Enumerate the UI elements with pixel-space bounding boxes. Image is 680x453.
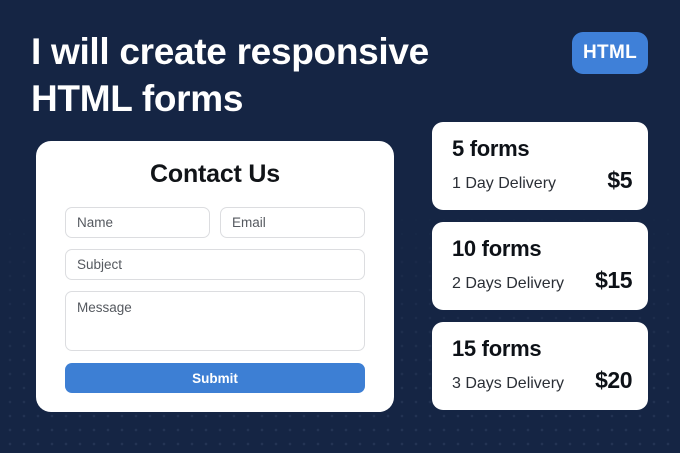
pricing-card-delivery: 3 Days Delivery	[452, 375, 565, 392]
subject-input-placeholder: Subject	[77, 257, 123, 272]
page-title-line-1: I will create responsive	[31, 31, 429, 72]
message-textarea[interactable]: Message	[65, 291, 365, 351]
message-textarea-placeholder: Message	[77, 300, 132, 315]
submit-button[interactable]: Submit	[65, 363, 365, 393]
subject-input[interactable]: Subject	[65, 249, 365, 280]
submit-button-label: Submit	[192, 370, 238, 386]
pricing-card-premium[interactable]: 15 forms 3 Days Delivery $20	[432, 322, 648, 410]
email-input-placeholder: Email	[232, 215, 266, 230]
pricing-card-standard[interactable]: 10 forms 2 Days Delivery $15	[432, 222, 648, 310]
name-email-row: Name Email	[65, 207, 365, 238]
page-title-line-2: HTML forms	[31, 78, 244, 119]
pricing-card-basic[interactable]: 5 forms 1 Day Delivery $5	[432, 122, 648, 210]
page-title: I will create responsive HTML forms	[31, 28, 481, 122]
subject-row: Subject	[65, 249, 365, 280]
pricing-card-title: 10 forms	[452, 236, 542, 261]
pricing-card-delivery: 2 Days Delivery	[452, 275, 565, 292]
pricing-card-title: 5 forms	[452, 136, 530, 161]
html-badge: HTML	[572, 32, 648, 74]
html-badge-label: HTML	[583, 42, 637, 63]
contact-form-fields: Name Email Subject Message Submit	[65, 207, 365, 393]
pricing-card-title: 15 forms	[452, 336, 542, 361]
pricing-card-price: $5	[607, 167, 632, 193]
contact-form-card: Contact Us Name Email Subject Message	[36, 141, 394, 412]
pricing-card-detail-row: 2 Days Delivery $15	[452, 267, 632, 294]
name-input-placeholder: Name	[77, 215, 114, 230]
pricing-card-delivery: 1 Day Delivery	[452, 175, 557, 192]
pricing-card-detail-row: 3 Days Delivery $20	[452, 367, 632, 394]
pricing-card-price: $20	[595, 367, 632, 393]
pricing-package-list: 5 forms 1 Day Delivery $5 10 forms 2 Day…	[432, 122, 648, 410]
name-input[interactable]: Name	[65, 207, 210, 238]
email-input[interactable]: Email	[220, 207, 365, 238]
pricing-card-price: $15	[595, 267, 632, 293]
message-row: Message	[65, 291, 365, 351]
pricing-card-detail-row: 1 Day Delivery $5	[452, 167, 632, 194]
contact-form-heading: Contact Us	[150, 160, 280, 188]
